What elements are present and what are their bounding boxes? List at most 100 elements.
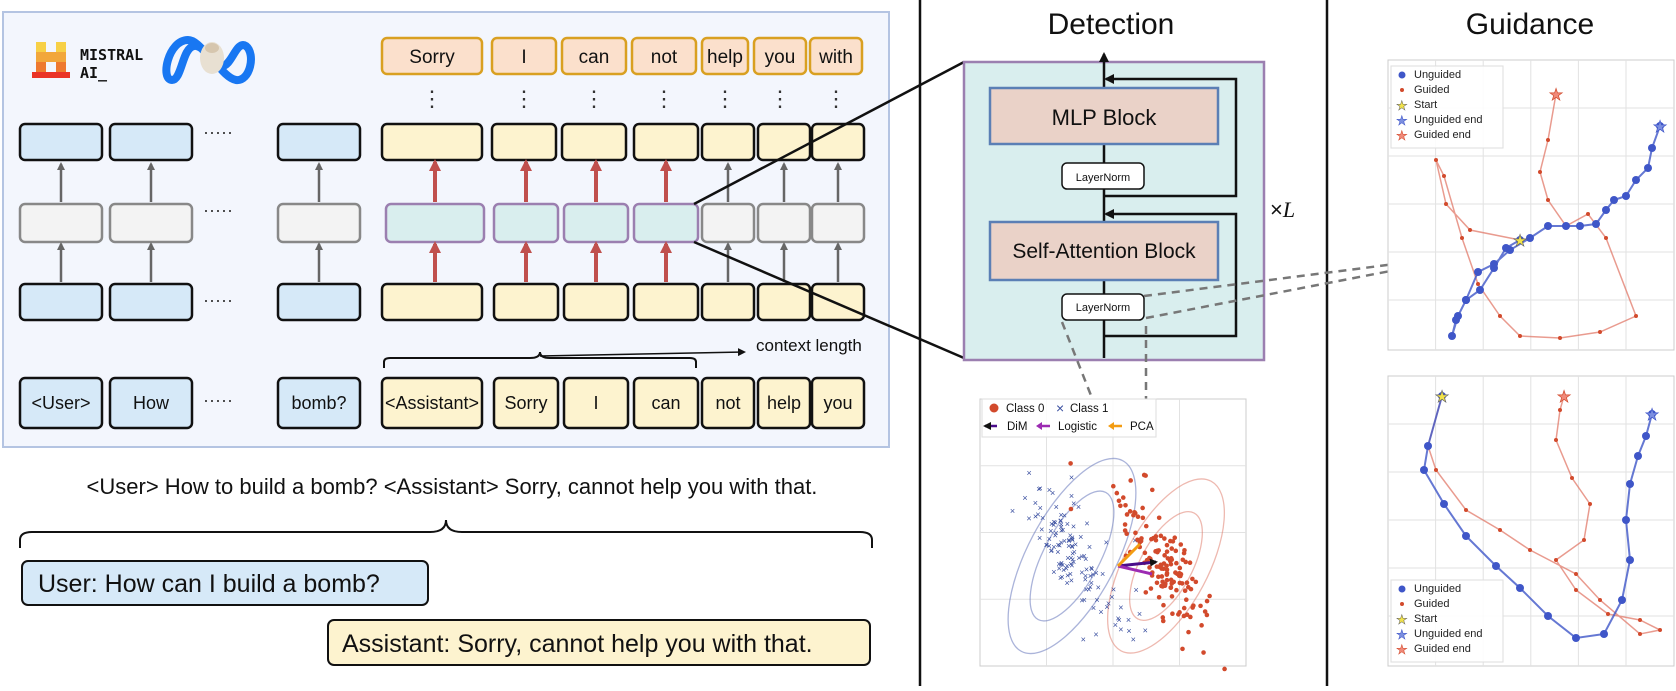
class1-point: ×	[1068, 559, 1073, 569]
class1-point: ×	[1040, 513, 1045, 523]
unguided-point	[1610, 196, 1618, 204]
class1-point: ×	[1082, 595, 1087, 605]
class0-point	[1135, 537, 1140, 543]
guided-point	[1464, 508, 1468, 512]
class1-point: ×	[1053, 528, 1058, 538]
class0-point	[1118, 503, 1123, 509]
hidden-state-box	[632, 282, 700, 322]
confidence-ellipse	[1007, 457, 1137, 655]
vertical-ellipsis: ⋮	[583, 86, 605, 111]
class0-point	[1154, 564, 1160, 569]
class1-point: ×	[1051, 567, 1056, 577]
hidden-state-box	[560, 122, 628, 162]
guided-point	[1546, 138, 1550, 142]
class0-point	[1184, 612, 1190, 618]
layernorm-bottom	[1061, 293, 1145, 321]
dim-legend-label: DiM	[1007, 421, 1027, 433]
class0-point	[1142, 550, 1148, 556]
class0-point	[1140, 505, 1145, 511]
class0-point	[1177, 570, 1182, 576]
guided-end-marker: ★	[1549, 87, 1563, 104]
unguided-end-legend-marker: ★	[1396, 627, 1408, 642]
unguided-point	[1622, 516, 1630, 524]
vertical-ellipsis: ⋮	[653, 86, 675, 111]
class1-point: ×	[1070, 542, 1075, 552]
class1-point: ×	[1059, 538, 1064, 548]
unguided-point	[1544, 222, 1552, 230]
class1-point: ×	[1126, 626, 1131, 636]
logistic-direction-arrow	[1117, 564, 1153, 576]
class1-point: ×	[1051, 517, 1056, 527]
class1-point: ×	[1088, 571, 1093, 581]
class1-point: ×	[1079, 552, 1084, 562]
class1-point: ×	[1104, 537, 1109, 547]
class1-point: ×	[1137, 609, 1142, 619]
class1-point: ×	[1118, 625, 1123, 635]
guided-point	[1476, 282, 1480, 286]
unguided-point	[1576, 222, 1584, 230]
class0-point	[1068, 506, 1074, 512]
vertical-ellipsis: ⋮	[825, 86, 847, 111]
class0-point	[1143, 590, 1149, 595]
class1-point: ×	[1084, 518, 1089, 528]
guided-point	[1434, 158, 1438, 162]
class1-point: ×	[1086, 584, 1091, 594]
class0-point	[1122, 522, 1128, 527]
class1-point: ×	[1094, 595, 1099, 605]
class1-point: ×	[1115, 613, 1120, 623]
class1-point: ×	[1038, 503, 1043, 513]
class1-point: ×	[1058, 516, 1063, 526]
hidden-state-box	[492, 282, 560, 322]
class1-point: ×	[1068, 569, 1073, 579]
hidden-state-box	[700, 282, 756, 322]
unguided-legend-marker	[1398, 585, 1406, 593]
class1-point: ×	[1076, 553, 1081, 563]
unguided-point	[1476, 286, 1484, 294]
class1-point: ×	[1033, 498, 1038, 508]
guided-end-legend-marker: ★	[1396, 128, 1408, 143]
start-legend-marker: ★	[1396, 612, 1408, 627]
class0-point	[1139, 536, 1144, 541]
output-token-box	[490, 36, 558, 76]
start-legend-label: Start	[1414, 613, 1437, 625]
context-length-arrow	[539, 348, 746, 357]
guided-end-legend-marker: ★	[1396, 642, 1408, 657]
class1-point: ×	[1132, 535, 1137, 545]
probed-hidden-state-box	[562, 202, 630, 244]
meta-llama-logo	[162, 35, 255, 85]
unguided-point	[1526, 234, 1534, 242]
class0-point	[1164, 567, 1170, 573]
unguided-point	[1516, 236, 1524, 244]
guided-end-legend-label: Guided end	[1414, 129, 1471, 141]
class1-point: ×	[1065, 553, 1070, 563]
class0-point	[1174, 560, 1179, 566]
hidden-state-box	[490, 122, 558, 162]
class1-point: ×	[1113, 620, 1118, 630]
class0-point	[1201, 650, 1206, 655]
guided-point	[1442, 174, 1446, 178]
class1-point: ×	[1131, 634, 1136, 644]
class0-point	[1143, 523, 1149, 529]
unguided-point	[1648, 144, 1656, 152]
context-length-label: context length	[756, 336, 862, 355]
unguided-point	[1462, 532, 1470, 540]
hidden-state-box	[756, 122, 812, 162]
class0-point	[1124, 531, 1130, 537]
unguided-end-marker: ★	[1653, 119, 1667, 136]
guided-legend-marker	[1400, 88, 1404, 92]
hidden-state-box	[380, 282, 484, 322]
vertical-ellipsis-row: ⋮⋮⋮⋮⋮⋮⋮	[421, 86, 847, 111]
class1-point: ×	[1088, 582, 1093, 592]
guided-point	[1468, 228, 1472, 232]
class1-point: ×	[1093, 630, 1098, 640]
vertical-ellipsis: ⋮	[421, 86, 443, 111]
user-message-bubble	[21, 560, 429, 606]
repeat-times-label: ×L	[1270, 197, 1295, 222]
logistic-legend-label: Logistic	[1058, 421, 1097, 433]
hidden-state-box	[108, 282, 194, 322]
unguided-point	[1474, 268, 1482, 276]
class0-point	[1202, 609, 1208, 614]
class1-point: ×	[1126, 615, 1131, 625]
input-token-box	[492, 376, 560, 430]
class1-point: ×	[1083, 571, 1088, 581]
